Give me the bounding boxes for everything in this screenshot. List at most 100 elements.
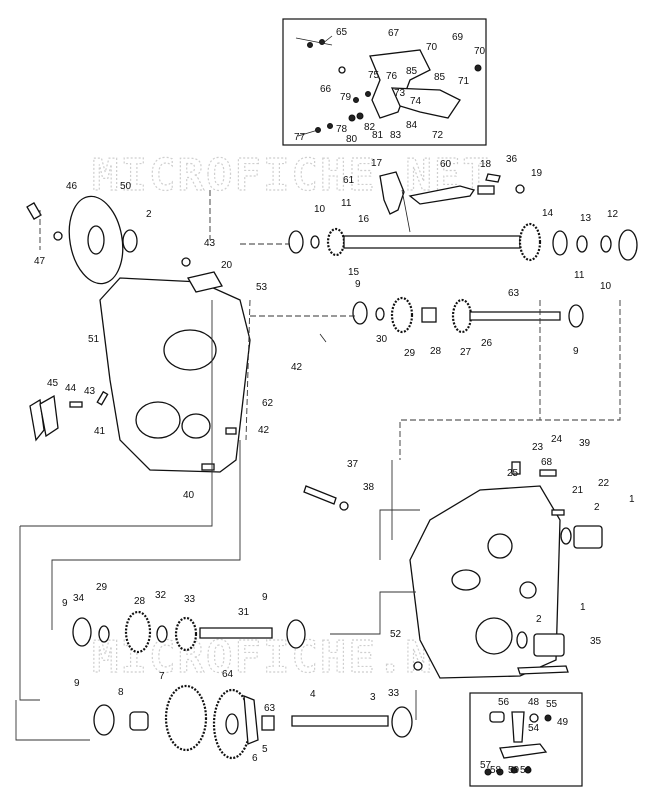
- callout-c58: 58: [490, 765, 502, 776]
- callout-c75: 75: [368, 70, 380, 81]
- callout-c77: 77: [294, 132, 306, 143]
- callout-c20: 20: [221, 260, 233, 271]
- callout-c43b: 43: [84, 386, 96, 397]
- alignment-lines: [15, 189, 621, 741]
- callout-c80: 80: [346, 134, 358, 145]
- callout-c34: 34: [73, 593, 85, 604]
- callout-c62: 62: [262, 398, 274, 409]
- callout-c9a: 9: [355, 279, 361, 290]
- callout-c55: 55: [546, 699, 558, 710]
- callout-c50: 50: [120, 181, 132, 192]
- callout-c3: 3: [370, 692, 376, 703]
- callout-c1a: 1: [629, 494, 635, 505]
- right-case-half-52: [409, 461, 565, 679]
- callout-c33a: 33: [184, 594, 196, 605]
- callout-c9e: 9: [74, 678, 80, 689]
- callout-c61: 61: [343, 175, 355, 186]
- shaft-4-assembly: [93, 684, 413, 760]
- callout-c35: 35: [590, 636, 602, 647]
- callout-c63b: 63: [264, 703, 276, 714]
- callout-c38: 38: [363, 482, 375, 493]
- callout-c21: 21: [572, 485, 584, 496]
- callout-c7: 7: [159, 671, 165, 682]
- callout-c65: 65: [336, 27, 348, 38]
- callout-c9c: 9: [262, 592, 268, 603]
- shift-fork-parts: [379, 171, 525, 215]
- callout-c53: 53: [256, 282, 268, 293]
- drive-disc-50: [26, 195, 138, 285]
- callout-c66: 66: [320, 84, 332, 95]
- callout-c26: 26: [481, 338, 493, 349]
- upper-shaft-15-assembly: [288, 222, 638, 262]
- bracket-45-44: [29, 333, 327, 471]
- callout-c43a: 43: [204, 238, 216, 249]
- callout-c8: 8: [118, 687, 124, 698]
- callout-c69: 69: [452, 32, 464, 43]
- callout-c33b: 33: [388, 688, 400, 699]
- callout-c46: 46: [66, 181, 78, 192]
- bolt-37-38: [303, 485, 349, 511]
- callout-c81: 81: [372, 130, 384, 141]
- callout-c57: 57: [480, 760, 492, 771]
- callout-c70b: 70: [474, 46, 486, 57]
- callout-c1b: 1: [580, 602, 586, 613]
- callout-c29b: 29: [96, 582, 108, 593]
- shaft-31-assembly: [72, 610, 306, 654]
- callout-c71: 71: [458, 76, 470, 87]
- callout-c27: 27: [460, 347, 472, 358]
- callout-c11a: 11: [341, 198, 352, 209]
- callout-c54: 54: [528, 723, 540, 734]
- callout-c36: 36: [506, 154, 518, 165]
- callout-c6: 6: [252, 753, 258, 764]
- callout-c79: 79: [340, 92, 352, 103]
- callout-c39: 39: [579, 438, 591, 449]
- callout-c28a: 28: [430, 346, 442, 357]
- callout-c12: 12: [607, 209, 619, 220]
- callout-c41: 41: [94, 426, 106, 437]
- callout-c25: 25: [507, 468, 519, 479]
- callout-c11b: 11: [574, 270, 585, 281]
- callout-c40: 40: [183, 490, 195, 501]
- callout-c2b: 2: [594, 502, 600, 513]
- callout-c83: 83: [390, 130, 402, 141]
- callout-c72: 72: [432, 130, 444, 141]
- callout-c31: 31: [238, 607, 250, 618]
- callout-c70a: 70: [426, 42, 438, 53]
- callout-c4: 4: [310, 689, 316, 700]
- callout-c67: 67: [388, 28, 400, 39]
- callout-c47: 47: [34, 256, 46, 267]
- callout-c63a: 63: [508, 288, 520, 299]
- callout-c52: 52: [390, 629, 402, 640]
- callout-c82: 82: [364, 122, 376, 133]
- callout-c51: 51: [88, 334, 100, 345]
- callout-c17: 17: [371, 158, 383, 169]
- callout-c24: 24: [551, 434, 563, 445]
- callout-c42b: 42: [258, 425, 270, 436]
- inset-box-shift-linkage: [282, 18, 487, 146]
- callout-c45: 45: [47, 378, 59, 389]
- callout-c84: 84: [406, 120, 418, 131]
- callout-c18: 18: [480, 159, 492, 170]
- callout-c10b: 10: [600, 281, 612, 292]
- callout-c2a: 2: [146, 209, 152, 220]
- callout-c23: 23: [532, 442, 544, 453]
- callout-c2c: 2: [536, 614, 542, 625]
- callout-c5: 5: [262, 744, 268, 755]
- bearing-parts-1-2: [413, 525, 603, 675]
- callout-c10a: 10: [314, 204, 326, 215]
- callout-c74: 74: [410, 96, 422, 107]
- callout-c37: 37: [347, 459, 359, 470]
- callout-c59: 59: [508, 765, 520, 776]
- callout-c64: 64: [222, 669, 234, 680]
- callout-c28b: 28: [134, 596, 146, 607]
- callout-c32: 32: [155, 590, 167, 601]
- callout-c13: 13: [580, 213, 592, 224]
- inset-box-small-assembly: [469, 692, 583, 787]
- callout-c30: 30: [376, 334, 388, 345]
- shaft-26-assembly: [352, 296, 584, 334]
- callout-c42a: 42: [291, 362, 303, 373]
- callout-c78: 78: [336, 124, 348, 135]
- callout-c60: 60: [440, 159, 452, 170]
